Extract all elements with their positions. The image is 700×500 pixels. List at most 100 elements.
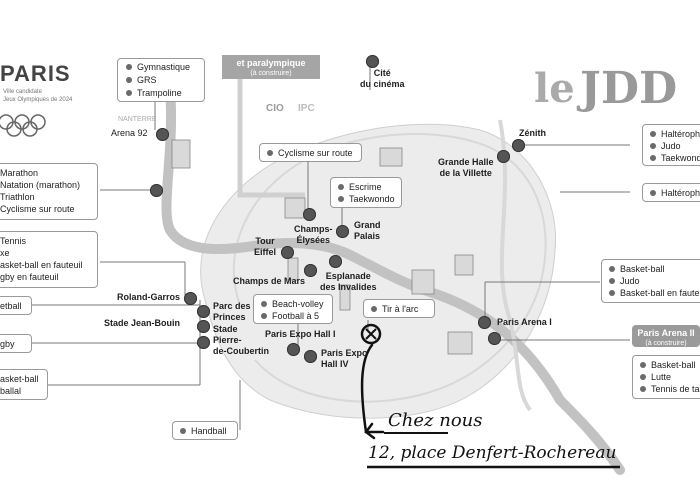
box-item: asket-ball — [0, 374, 39, 384]
box-item: Gymnastique — [126, 61, 196, 74]
box-item: xe — [0, 248, 10, 258]
box-item: etball — [0, 301, 22, 311]
box-item: Lutte — [640, 371, 700, 383]
banner-top: et paralympique (à construire) — [222, 55, 320, 79]
dot-grande-halle — [497, 150, 510, 163]
box-gby: gby — [0, 334, 32, 353]
building-icon — [171, 139, 474, 355]
box-gymnastique: Gymnastique GRS Trampoline — [117, 58, 205, 102]
label-zenith: Zénith — [519, 128, 546, 138]
box-item: gby — [0, 339, 15, 349]
paris-sub-2: Jeux Olympiques de 2024 — [3, 97, 73, 103]
box-tennis: Tennis xe asket-ball en fauteuil gby en … — [0, 231, 98, 288]
olympic-rings-icon — [0, 114, 46, 137]
box-item: Cyclisme sur route — [0, 204, 75, 214]
box-escrime: Escrime Taekwondo — [330, 177, 402, 208]
box-tir-arc: Tir à l'arc — [363, 299, 435, 318]
box-item: Marathon — [0, 168, 39, 178]
dot-paris-expo-4 — [304, 350, 317, 363]
box-beach-volley: Beach-volley Football à 5 — [253, 294, 333, 324]
jdd-prefix: le — [534, 65, 575, 112]
banner-right-bg — [632, 325, 700, 347]
box-halterophilie-2: Haltérophilie — [642, 183, 700, 202]
handwritten-arrow — [360, 343, 385, 440]
label-cio: CIO — [266, 103, 284, 114]
home-marker-icon — [360, 323, 382, 345]
label-roland-garros: Roland-Garros — [117, 292, 181, 302]
box-item: Escrime — [338, 181, 394, 193]
canal-east — [498, 119, 532, 412]
label-champs-de-mars: Champs de Mars — [233, 276, 306, 286]
dot-grand-palais — [336, 225, 349, 238]
label-arena92: Arena 92 — [111, 128, 148, 138]
box-item: Triathlon — [0, 192, 35, 202]
box-item: Judo — [650, 140, 700, 152]
handwritten-address: 12, place Denfert-Rochereau — [368, 443, 617, 463]
banner-top-bg — [222, 55, 320, 79]
box-item: Beach-volley — [261, 298, 325, 310]
ring-road — [232, 133, 547, 403]
canal — [237, 60, 305, 198]
box-etball: etball — [0, 296, 32, 315]
label-paris-arena-1: Paris Arena I — [497, 317, 552, 327]
box-cyclisme: Cyclisme sur route — [259, 143, 362, 162]
banner-right-title: Paris Arena II — [637, 328, 695, 338]
banner-top-title: et paralympique — [236, 58, 306, 68]
dot-cite-cinema — [366, 55, 379, 68]
seine-river — [161, 85, 625, 475]
box-item: Handball — [180, 425, 230, 437]
box-item: Cyclisme sur route — [267, 147, 354, 159]
box-handball: Handball — [172, 421, 238, 440]
label-champs-elysees: Champs-Élysées — [294, 224, 333, 245]
dot-esplanade — [329, 255, 342, 268]
dot-parc-des-princes — [197, 305, 210, 318]
dot-zenith — [512, 139, 525, 152]
box-item: Tir à l'arc — [371, 303, 427, 315]
dot-marathon — [150, 184, 163, 197]
box-item: Tennis de table — [640, 383, 700, 395]
label-paris-expo-1: Paris Expo Hall I — [265, 329, 336, 339]
dot-paris-expo-1 — [287, 343, 300, 356]
box-halterophilie: Haltérophilie Judo Taekwondo — [642, 124, 700, 166]
dot-stade-coubertin — [197, 336, 210, 349]
box-item: Judo — [609, 275, 700, 287]
box-arena2: Basket-ball Lutte Tennis de table — [632, 355, 700, 399]
box-item: Haltérophilie — [650, 187, 700, 199]
box-item: asket-ball en fauteuil — [0, 260, 83, 270]
box-item: Taekwondo — [650, 152, 700, 164]
label-ipc: IPC — [298, 103, 315, 114]
box-item: Natation (marathon) — [0, 180, 81, 190]
dot-stade-jean-bouin — [197, 320, 210, 333]
box-item: ballal — [0, 386, 22, 396]
box-item: Trampoline — [126, 87, 196, 100]
label-stade-jean-bouin: Stade Jean-Bouin — [104, 318, 181, 328]
dot-paris-arena-1b — [488, 332, 501, 345]
box-basket-right: Basket-ball Judo Basket-ball en fauteuil — [601, 259, 700, 303]
handwritten-chez-nous: Chez nous — [388, 410, 483, 431]
banner-right-sub: (à construire) — [645, 340, 687, 347]
jdd-logo: JDD — [580, 63, 678, 114]
dot-arena92 — [156, 128, 169, 141]
box-item: gby en fauteuil — [0, 272, 59, 282]
dot-roland-garros — [184, 292, 197, 305]
label-nanterre: NANTERRE — [118, 116, 157, 123]
box-marathon: Marathon Natation (marathon) Triathlon C… — [0, 163, 98, 220]
dot-champs-de-mars — [304, 264, 317, 277]
box-item: Football à 5 — [261, 310, 325, 322]
box-item: Haltérophilie — [650, 128, 700, 140]
banner-right: Paris Arena II (à construire) — [632, 325, 700, 347]
dot-tour-eiffel — [281, 246, 294, 259]
dot-champs-elysees — [303, 208, 316, 221]
box-item: Taekwondo — [338, 193, 395, 205]
box-item: GRS — [126, 74, 196, 87]
dot-paris-arena-1 — [478, 316, 491, 329]
box-item: Basket-ball — [640, 359, 700, 371]
